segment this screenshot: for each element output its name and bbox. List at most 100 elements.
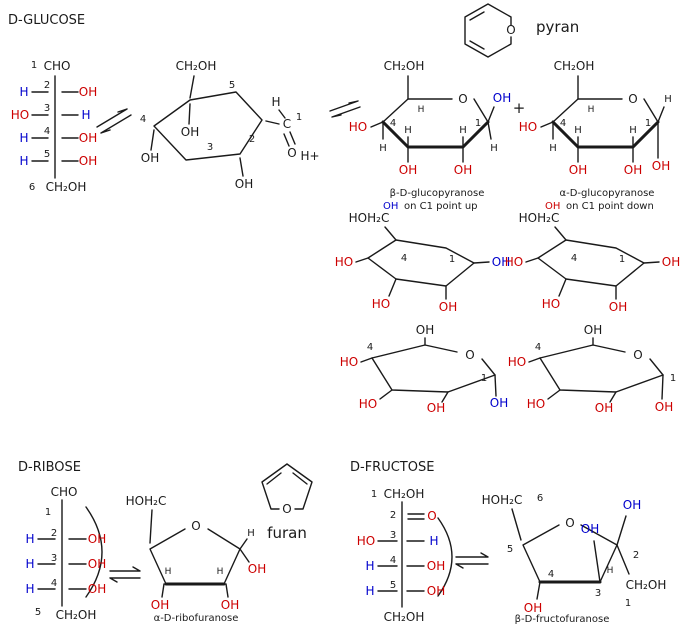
beta-glucopyranose-bonds <box>370 75 495 163</box>
alpha-glucopyranose-oh-c2: OH <box>624 163 642 177</box>
glucose-fischer-c2-oh: OH <box>79 85 97 99</box>
alpha-glucopyranose-n1: 1 <box>645 118 651 129</box>
beta-glucopyranose-ring-o: O <box>458 92 467 106</box>
alpha-glucopyranose-h-c1: H <box>664 94 672 105</box>
alt-ring-beta-ho-bottom: HO <box>359 397 377 411</box>
fructose-fischer-c5-oh: OH <box>427 584 445 598</box>
open-chain-intermediate-n2: 2 <box>249 134 255 145</box>
alt-ring-alpha-n1: 1 <box>670 373 676 384</box>
open-chain-intermediate-aldehyde-h: H <box>271 95 280 109</box>
fructofuranose-h-c3: H <box>607 566 614 576</box>
beta-glucopyranose-h-c2: H <box>459 125 467 136</box>
alt-ring-alpha-ring-o: O <box>633 348 642 362</box>
fructofuranose-hoh2c: HOH₂C <box>482 493 523 507</box>
ribofuranose-bonds <box>149 509 250 598</box>
fructofuranose-n1: 1 <box>625 598 631 609</box>
glucose-fischer-c1-number: 1 <box>31 60 37 71</box>
pyran-label: pyran <box>536 18 579 36</box>
glucose-fischer-c3-ho: HO <box>11 108 29 122</box>
fructose-fischer-c3-ho: HO <box>357 534 375 548</box>
alpha-glucopyranose-h-c4: H <box>549 143 557 154</box>
open-chain-intermediate-n5: 5 <box>229 80 235 91</box>
chair-beta-hoh2c: HOH₂C <box>349 211 390 225</box>
fructose-fischer-heading: D-FRUCTOSE <box>350 460 434 475</box>
alt-ring-beta-oh-top: OH <box>416 323 434 337</box>
glucose-fischer-c5-h: H <box>19 154 28 168</box>
chair-beta-oh-bottom: OH <box>439 300 457 314</box>
ribofuranose-oh-c3: OH <box>151 598 169 612</box>
open-chain-intermediate-aldehyde-o: O <box>287 146 296 160</box>
glucose-fischer-c2-h: H <box>19 85 28 99</box>
open-chain-intermediate-n4: 4 <box>140 114 146 125</box>
alpha-glucopyranose-ch2oh: CH₂OH <box>554 59 595 73</box>
alpha-glucopyranose-structure-name: α-D-glucopyranose <box>560 188 655 199</box>
ribose-fischer-c3-oh: OH <box>88 557 106 571</box>
fructofuranose-n2: 2 <box>633 550 639 561</box>
chair-beta-ho-bottom: HO <box>372 297 390 311</box>
ribose-fischer-n2: 2 <box>51 528 57 539</box>
open-chain-intermediate-n1: 1 <box>296 112 302 123</box>
ribose-fischer-c4-oh: OH <box>88 582 106 596</box>
alt-ring-beta-bonds <box>360 337 497 403</box>
furan-ring-bonds <box>261 463 313 510</box>
equilibrium-arrow-4 <box>455 552 489 569</box>
fructose-fischer-c5-h: H <box>365 584 374 598</box>
ribofuranose-h-c1: H <box>247 528 255 539</box>
ribose-fischer-n5: 5 <box>35 607 41 618</box>
ribofuranose-h-c2: H <box>217 567 224 577</box>
fructofuranose-oh-c4: OH <box>524 601 542 615</box>
alpha-glucopyranose-bonds <box>540 75 665 163</box>
ribose-fischer-c2-h: H <box>25 532 34 546</box>
chair-alpha-oh-bottom: OH <box>609 300 627 314</box>
glucose-fischer-c4-oh: OH <box>79 131 97 145</box>
fructose-fischer-n1: 1 <box>371 489 377 500</box>
ribofuranose-structure-name: α-D-ribofuranose <box>154 613 239 624</box>
chair-beta-n4: 4 <box>401 253 407 264</box>
open-chain-intermediate-oh-bottom: OH <box>235 177 253 191</box>
glucose-fischer-c4-number: 4 <box>44 126 50 137</box>
alt-ring-beta-oh-right: OH <box>490 396 508 410</box>
fructose-fischer-bonds <box>377 501 453 608</box>
ribose-fischer-c5-group: CH₂OH <box>56 608 97 622</box>
alt-ring-alpha-oh-bottom: OH <box>595 401 613 415</box>
pyran-ring-o: O <box>506 23 515 37</box>
alpha-glucopyranose-h-c5: H <box>588 105 595 115</box>
beta-glucopyranose-n4: 4 <box>390 118 396 129</box>
alt-ring-beta-ring-o: O <box>465 348 474 362</box>
fructofuranose-n6: 6 <box>537 493 543 504</box>
beta-glucopyranose-ho-c4: HO <box>349 120 367 134</box>
fructose-fischer-n4: 4 <box>390 555 396 566</box>
ribose-fischer-heading: D-RIBOSE <box>18 460 81 475</box>
chair-beta-n1: 1 <box>449 254 455 265</box>
chair-alpha-n1: 1 <box>619 254 625 265</box>
fructose-fischer-n2: 2 <box>390 510 396 521</box>
fructofuranose-n5: 5 <box>507 544 513 555</box>
equilibrium-arrow-1 <box>96 108 132 134</box>
ring-closure-arc <box>437 517 453 597</box>
glucose-fischer-c2-number: 2 <box>44 80 50 91</box>
beta-glucopyranose-n1: 1 <box>475 118 481 129</box>
alpha-glucopyranose-h-c2: H <box>629 125 637 136</box>
furan-ring-o: O <box>282 502 291 516</box>
glucose-fischer-c6-number: 6 <box>29 182 35 193</box>
fructofuranose-ring-o: O <box>565 516 574 530</box>
chair-alpha-ho-bottom: HO <box>542 297 560 311</box>
fructose-fischer-n5: 5 <box>390 580 396 591</box>
plus-plus-sign: + <box>513 99 526 117</box>
ribose-fischer-n3: 3 <box>51 553 57 564</box>
chair-beta-bonds <box>355 226 490 300</box>
beta-glucopyranose-note-oh: OH <box>383 201 398 212</box>
ribose-fischer-n4: 4 <box>51 578 57 589</box>
alt-ring-beta-ho-left: HO <box>340 355 358 369</box>
alpha-glucopyranose-oh-c3: OH <box>569 163 587 177</box>
beta-glucopyranose-note-rest: on C1 point up <box>404 201 478 212</box>
ribose-fischer-bonds <box>37 499 103 607</box>
alpha-glucopyranose-ring-o: O <box>628 92 637 106</box>
chair-beta-oh-right: OH <box>492 255 510 269</box>
open-chain-intermediate-ch2oh: CH₂OH <box>176 59 217 73</box>
open-chain-intermediate-oh-left: OH <box>141 151 159 165</box>
open-chain-intermediate-aldehyde-c: C <box>283 117 291 131</box>
